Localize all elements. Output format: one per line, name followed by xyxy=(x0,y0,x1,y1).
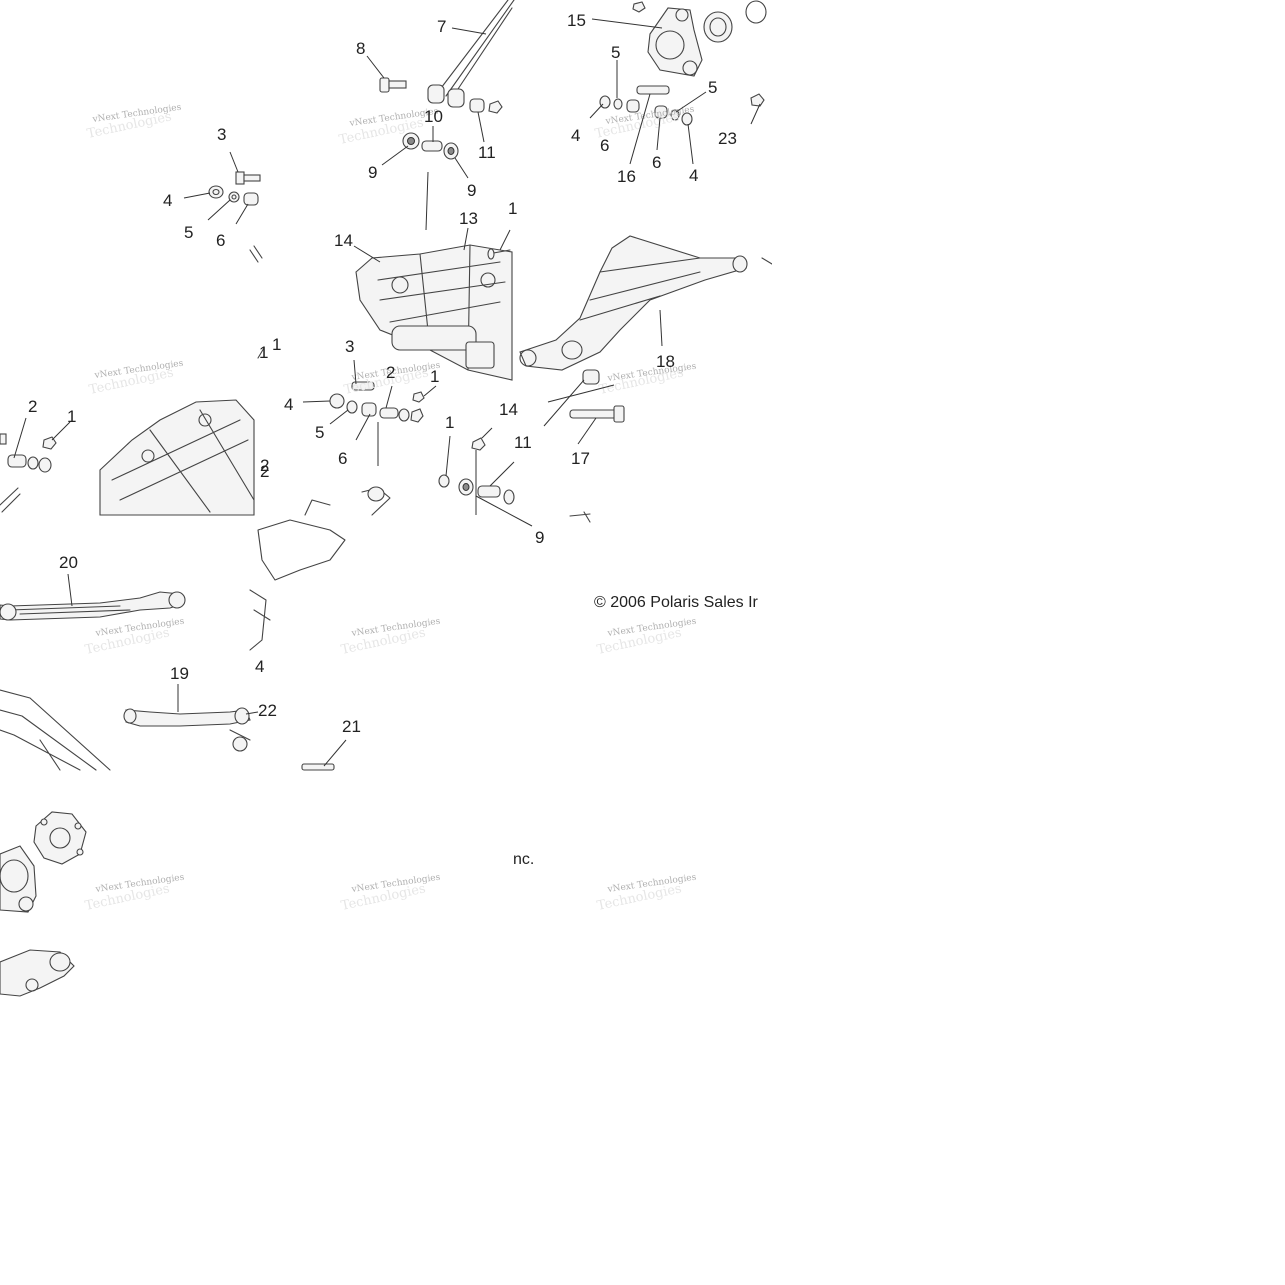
bearing-9-right xyxy=(443,142,459,160)
washer-5-top-left xyxy=(228,191,240,203)
callout-label: 2 xyxy=(28,397,37,416)
control-arm-20 xyxy=(0,591,186,621)
bushing-11-top xyxy=(469,98,485,113)
callout-label: 23 xyxy=(718,129,737,148)
bolt-3-top-left xyxy=(235,171,261,185)
pin-21 xyxy=(301,763,335,771)
bushing-10 xyxy=(421,140,443,152)
leader-lines xyxy=(13,18,761,767)
callout-label: 4 xyxy=(255,657,264,676)
callout-label: 11 xyxy=(478,143,496,162)
frame-link-center xyxy=(304,486,391,516)
fragment-center-left xyxy=(249,519,346,651)
callout-label: 18 xyxy=(656,352,675,371)
callout-label: 14 xyxy=(499,400,518,419)
callout-label: 1 xyxy=(445,413,454,432)
callout-label: 6 xyxy=(216,231,225,250)
callout-label: 1 xyxy=(272,335,281,354)
callout-label: 5 xyxy=(184,223,193,242)
copyright: © 2006 Polaris Sales Ir nc. xyxy=(513,594,759,868)
knuckle-15 xyxy=(647,7,703,77)
callout-label: 6 xyxy=(652,153,661,172)
callout-label: 1 xyxy=(508,199,517,218)
callout-label: 19 xyxy=(170,664,189,683)
trailing-arm-18 xyxy=(519,235,773,371)
callout-label: 3 xyxy=(217,125,226,144)
hardware-left-group xyxy=(0,433,57,513)
callout-label: 16 xyxy=(617,167,636,186)
bracket-13-14 xyxy=(355,244,513,381)
callout-label: 8 xyxy=(356,39,365,58)
fragment-top-left xyxy=(249,245,263,263)
callout-label: 21 xyxy=(342,717,361,736)
washer-4-top-left xyxy=(208,185,224,199)
snap-ring xyxy=(745,0,767,24)
washers-4-5-6-right-group xyxy=(599,95,693,126)
callout-label: 5 xyxy=(611,43,620,62)
bushing-6-top-left xyxy=(243,192,259,206)
control-arm-19 xyxy=(123,707,251,752)
callout-label: 15 xyxy=(567,11,586,30)
hub-assembly-bottom-left xyxy=(33,811,87,865)
bearing-9-left xyxy=(402,132,420,150)
bearing-top-right xyxy=(703,11,733,43)
callout-label: 6 xyxy=(338,449,347,468)
bolt-8 xyxy=(379,77,407,93)
callout-label: 5 xyxy=(708,78,717,97)
callout-label: 13 xyxy=(459,209,478,228)
nut-15 xyxy=(632,1,646,13)
callout-label: 9 xyxy=(368,163,377,182)
fragment-mid-left xyxy=(257,347,265,359)
callout-label: 4 xyxy=(571,126,580,145)
callout-labels: 7 15 8 5 5 10 4 6 23 11 9 9 16 6 4 3 4 5… xyxy=(28,11,737,736)
callout-label: 20 xyxy=(59,553,78,572)
tie-rod-7 xyxy=(427,0,515,108)
arm-bottom-left xyxy=(0,949,75,997)
callout-label: 6 xyxy=(600,136,609,155)
callout-label: 4 xyxy=(284,395,293,414)
callout-label: 7 xyxy=(437,17,446,36)
copyright-line-2: nc. xyxy=(513,851,534,868)
callout-label: 4 xyxy=(689,166,698,185)
callout-label: 1 xyxy=(430,367,439,386)
callout-label: 1 xyxy=(67,407,76,426)
nut-top xyxy=(488,100,503,114)
callout-label: 4 xyxy=(163,191,172,210)
callout-label: 5 xyxy=(315,423,324,442)
callout-label: 2 xyxy=(386,363,395,382)
pin-16 xyxy=(636,85,670,95)
callout-label: 2 xyxy=(260,456,269,475)
bolt-17 xyxy=(569,405,625,423)
frame-section-lower-left xyxy=(0,689,111,771)
nut-23 xyxy=(750,93,765,107)
callout-label: 10 xyxy=(424,107,443,126)
callout-label: 14 xyxy=(334,231,353,250)
hardware-mid-right-group xyxy=(438,437,591,523)
frame-section-left xyxy=(99,399,255,516)
knuckle-bottom-left xyxy=(0,845,37,913)
callout-label: 1 xyxy=(259,343,268,362)
callout-label: 22 xyxy=(258,701,277,720)
bushing-11-right xyxy=(582,369,600,385)
callout-label: 3 xyxy=(345,337,354,356)
pin-12-top xyxy=(487,248,511,260)
callout-label: 11 xyxy=(514,433,532,452)
callout-label: 9 xyxy=(467,181,476,200)
callout-label: 9 xyxy=(535,528,544,547)
callout-label: 2 xyxy=(260,462,269,481)
copyright-line-1: © 2006 Polaris Sales Ir xyxy=(594,594,759,611)
callout-label: 17 xyxy=(571,449,590,468)
